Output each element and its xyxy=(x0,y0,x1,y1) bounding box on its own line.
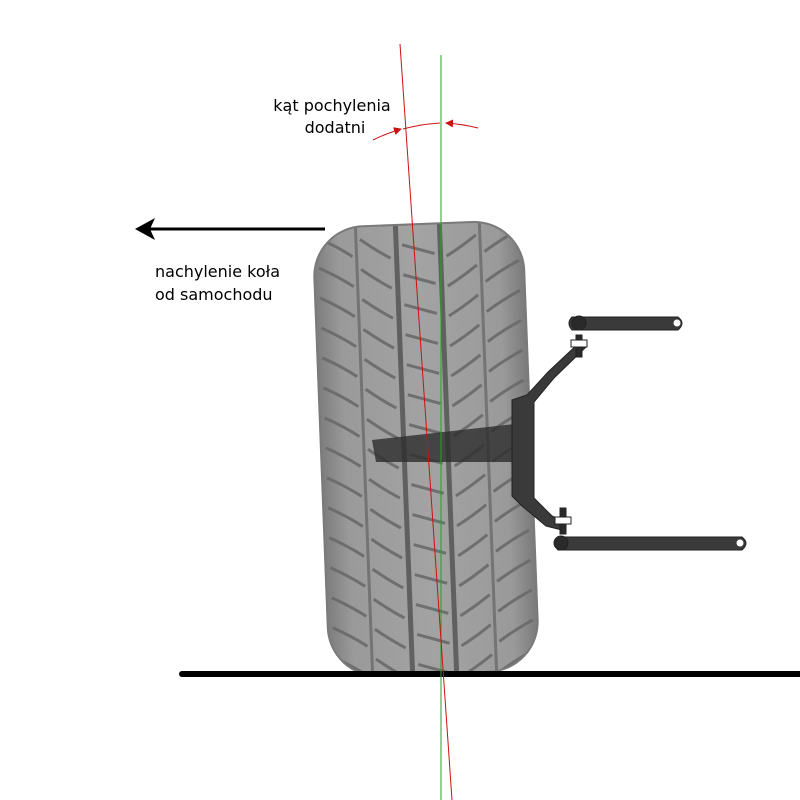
tilt-direction-arrow xyxy=(135,218,325,240)
arrowhead-left-icon xyxy=(135,218,155,240)
camber-axis-line xyxy=(399,43,453,800)
lower-control-arm xyxy=(554,536,747,551)
upper-arm-bushing xyxy=(673,319,681,327)
lower-arm-bushing xyxy=(736,539,744,547)
camber-label-line2: dodatni xyxy=(305,118,366,137)
upper-control-arm xyxy=(568,316,683,331)
camber-label-line1: kąt pochylenia xyxy=(273,96,390,115)
tilt-label-line1: nachylenie koła xyxy=(155,262,280,281)
tilt-label-line2: od samochodu xyxy=(155,285,273,304)
lower-ball-joint xyxy=(553,535,569,551)
suspension xyxy=(511,315,747,551)
hub-bracket xyxy=(372,424,520,462)
upper-ball-joint xyxy=(571,315,587,331)
camber-angle-arc xyxy=(372,119,479,141)
